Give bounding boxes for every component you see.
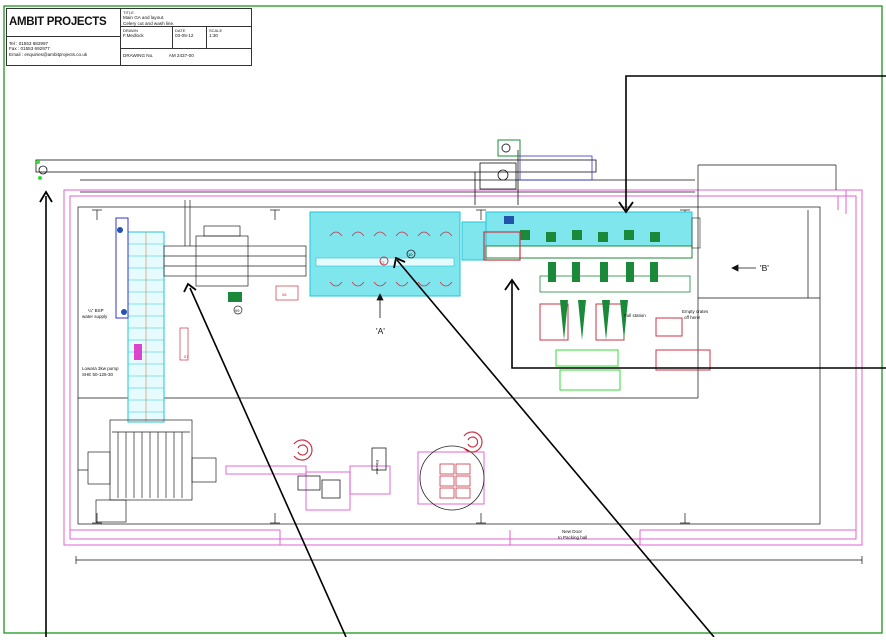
- overhead-pipe: [35, 150, 597, 205]
- tag-10: 10: [408, 252, 413, 257]
- sheet-border: [3, 5, 883, 634]
- title-label: TITLE: [123, 10, 134, 15]
- date-value: 03-05-12: [175, 33, 194, 39]
- contact-fax: Fax : 01553 692977: [9, 46, 50, 52]
- callout-heads: [39, 190, 634, 293]
- tag-02: 02: [380, 260, 385, 265]
- vertical-tag-label: Elevator: [375, 460, 380, 475]
- new-door-label-2: to Packing hall: [558, 535, 587, 540]
- empty-crates-label-1: Empty crates: [682, 309, 709, 314]
- contact-email: Email : enquiries@ambitprojects.co.uk: [9, 51, 88, 57]
- company-name: AMBIT PROJECTS LTD: [7, 9, 121, 37]
- elevator-conveyor: [115, 217, 165, 423]
- water-supply-label-1: ¼" BSP: [88, 308, 104, 313]
- pipe-fittings: [36, 139, 593, 181]
- drawing-number-value: AM 2437-00: [168, 53, 194, 58]
- empty-crates-label-2: off here!: [684, 315, 700, 320]
- drawn-cell: DRAWN F.Medlock: [121, 27, 173, 49]
- scale-label: SCALE: [209, 28, 223, 33]
- title-line-1: Main GA and layout.: [123, 15, 165, 21]
- turntables: [293, 431, 483, 461]
- pump-label-1: Lowara 3kw pump: [82, 366, 119, 371]
- title-cell: TITLE Main GA and layout. Celery cut and…: [121, 9, 251, 27]
- lower-crate-stack: [419, 445, 485, 511]
- drawn-value: F.Medlock: [123, 33, 144, 39]
- scale-value: 1:30: [209, 33, 218, 39]
- tag-09: 09: [235, 308, 240, 313]
- tag-08: 08: [282, 292, 287, 297]
- transfer-conveyor: [163, 200, 307, 361]
- view-arrows: [376, 264, 756, 318]
- view-label-b: 'B': [760, 263, 769, 273]
- water-supply-label-2: water supply: [82, 314, 108, 319]
- title-line-2: Celery cut and wash line.: [123, 20, 175, 26]
- date-cell: DATE 03-05-12: [173, 27, 207, 49]
- new-door-label-1: New Door: [562, 529, 583, 534]
- inspection-line: [461, 211, 701, 293]
- full-station-label: Full station: [624, 313, 646, 318]
- view-label-a: 'A': [376, 326, 385, 336]
- tag-07: 07: [184, 354, 189, 359]
- hopper-unit: [87, 419, 217, 523]
- contact-tel: Tel : 01553 682997: [9, 41, 49, 46]
- wash-tank: [309, 211, 461, 297]
- lower-equipment: [225, 447, 485, 511]
- scale-cell: SCALE 1:30: [207, 27, 251, 49]
- drawn-label: DRAWN: [123, 28, 138, 33]
- contact-cell: Tel : 01553 682997 Fax : 01553 692977 Em…: [7, 37, 121, 65]
- callout-lines: [45, 75, 886, 638]
- packing-stations: [539, 300, 711, 391]
- drawing-number-cell: DRAWING No. AM 2437-00: [121, 49, 251, 65]
- pump-label-2: SHE 50-125-30: [82, 372, 114, 377]
- date-label: DATE: [175, 28, 186, 33]
- title-block: AMBIT PROJECTS LTD TITLE Main GA and lay…: [6, 8, 252, 66]
- drawing-number-label: DRAWING No.: [123, 53, 154, 58]
- dimension-frame: [75, 164, 863, 564]
